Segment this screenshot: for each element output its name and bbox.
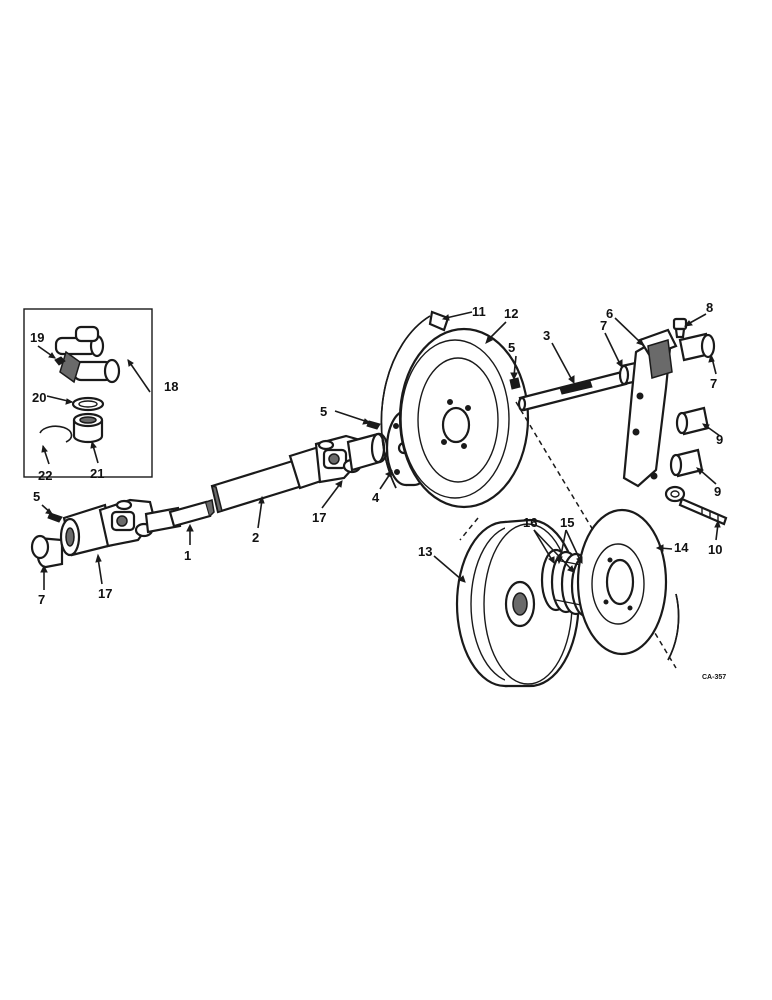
drawing-code: CA-357 [702, 674, 726, 681]
callout-2: 2 [252, 530, 259, 545]
callout-17-left: 17 [98, 586, 112, 601]
callout-18: 18 [164, 379, 178, 394]
callout-17-right: 17 [312, 510, 326, 525]
snap-ring-part [39, 425, 73, 443]
cross-bearing-part [54, 325, 121, 384]
bearing-sleeve-left-part [30, 534, 64, 569]
callout-21: 21 [90, 466, 104, 481]
callout-12: 12 [504, 306, 518, 321]
callout-20: 20 [32, 390, 46, 405]
callout-13: 13 [418, 544, 432, 559]
support-bracket-part [622, 328, 678, 488]
seal-part [71, 396, 105, 412]
clutch-plate-part [576, 508, 668, 656]
callout-9-lower: 9 [714, 484, 721, 499]
bushing-upper-part [675, 406, 710, 436]
callout-6: 6 [606, 306, 613, 321]
callout-8: 8 [706, 300, 713, 315]
callout-14: 14 [674, 540, 689, 555]
callout-3: 3 [543, 328, 550, 343]
driven-pulley-part [455, 518, 580, 688]
callout-22: 22 [38, 468, 52, 483]
callout-19: 19 [30, 330, 44, 345]
bearing-cup-part [72, 412, 104, 444]
callout-7-right: 7 [710, 376, 717, 391]
callout-9-upper: 9 [716, 432, 723, 447]
callout-16: 16 [523, 515, 537, 530]
inner-shaft-part [168, 499, 215, 528]
callout-7-left: 7 [38, 592, 45, 607]
universal-joint-right-part [288, 432, 389, 490]
callout-10: 10 [708, 542, 722, 557]
callout-7-mid: 7 [600, 318, 607, 333]
leader-lines [40, 311, 721, 590]
lube-fitting-part [54, 356, 66, 366]
bushing-lower-part [669, 448, 704, 478]
callout-5-left: 5 [33, 489, 40, 504]
driver-pulley-part [398, 327, 530, 509]
inset-box: 19 20 22 21 18 [23, 308, 178, 483]
bearing-sleeve-right-part [678, 332, 716, 362]
key-part [47, 512, 63, 523]
callout-1: 1 [184, 548, 191, 563]
callout-4: 4 [372, 490, 380, 505]
callout-5-mid: 5 [320, 404, 327, 419]
outer-tube-part [210, 458, 307, 514]
callout-5-right: 5 [508, 340, 515, 355]
universal-joint-left-part [59, 498, 182, 557]
callout-11: 11 [472, 304, 486, 319]
bolt-part [672, 317, 688, 339]
callout-15: 15 [560, 515, 574, 530]
